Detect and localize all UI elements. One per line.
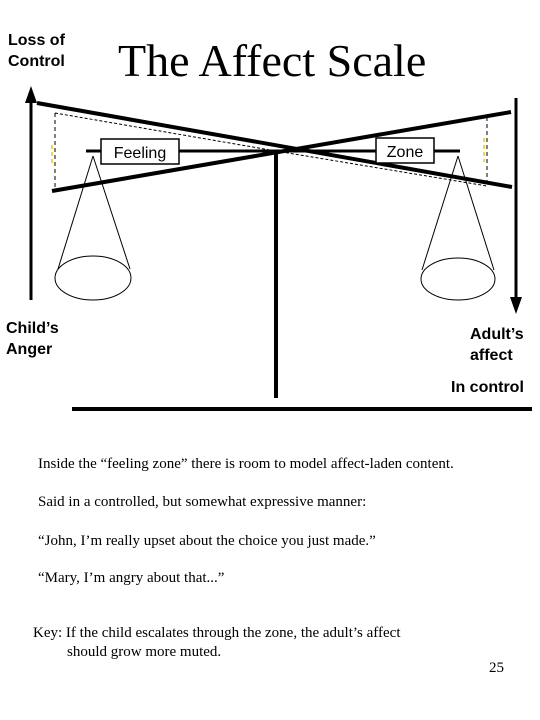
zone-box-text: Zone — [387, 144, 424, 161]
adults-affect-line-2: affect — [470, 347, 513, 364]
body-line-3: “John, I’m really upset about the choice… — [38, 533, 376, 549]
childs-anger-label: Child’s Anger — [6, 318, 59, 360]
down-arrow-icon — [510, 98, 522, 314]
left-scale-pan — [54, 155, 132, 301]
right-scale-pan — [420, 155, 496, 301]
body-line-1: Inside the “feeling zone” there is room … — [38, 456, 454, 472]
page-title: The Affect Scale — [118, 35, 427, 86]
body-line-4: “Mary, I’m angry about that...” — [38, 570, 225, 586]
adults-affect-label: Adult’s affect — [470, 324, 524, 366]
key-line-1: Key: If the child escalates through the … — [33, 625, 401, 641]
key-note: Key: If the child escalates through the … — [33, 624, 401, 662]
childs-anger-line-1: Child’s — [6, 320, 59, 337]
up-arrow-icon — [25, 86, 37, 300]
adults-affect-line-1: Adult’s — [470, 326, 524, 343]
childs-anger-line-2: Anger — [6, 341, 53, 358]
feeling-box-text: Feeling — [114, 145, 166, 162]
loss-of-control-label: Loss of Control — [8, 30, 65, 72]
feeling-box: Feeling — [100, 138, 180, 165]
body-line-2: Said in a controlled, but somewhat expre… — [38, 494, 367, 510]
loss-of-control-line-1: Loss of — [8, 32, 65, 49]
beam-tilted-left-high — [36, 101, 513, 189]
loss-of-control-line-2: Control — [8, 53, 65, 70]
page-number: 25 — [489, 660, 504, 676]
in-control-label: In control — [451, 379, 524, 396]
key-line-2: should grow more muted. — [67, 644, 222, 660]
zone-box: Zone — [375, 137, 435, 164]
